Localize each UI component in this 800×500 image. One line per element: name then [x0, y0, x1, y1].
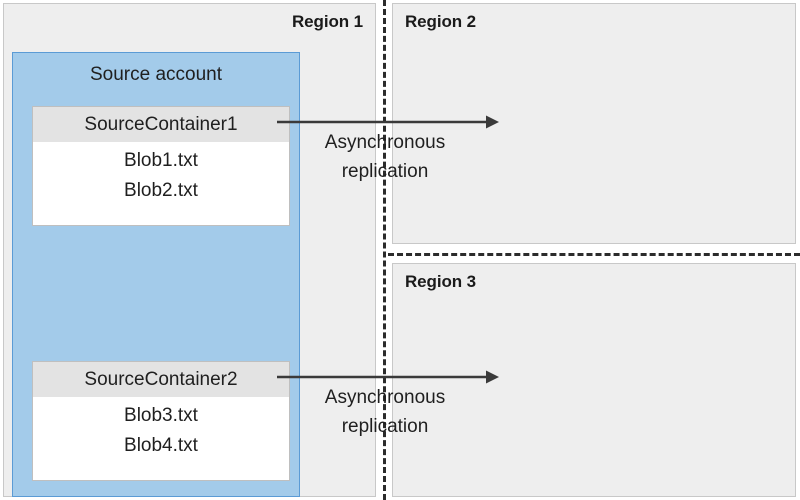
source-container-1-box: SourceContainer1 Blob1.txt Blob2.txt [32, 106, 290, 226]
region-2-panel: Region 2 Destination account Destination… [392, 3, 796, 244]
vertical-region-divider [383, 0, 386, 500]
source-account-box: Source account SourceContainer1 Blob1.tx… [12, 52, 300, 497]
source-account-title: Source account [89, 64, 223, 85]
region-1-title: Region 1 [292, 12, 363, 31]
source-container-1-header: SourceContainer1 [33, 107, 289, 142]
blob-item: Blob2.txt [124, 180, 198, 201]
source-container-2-header: SourceContainer2 [33, 362, 289, 397]
horizontal-region-divider [388, 253, 800, 256]
replication-arrow-1 [277, 115, 501, 129]
arrow-icon [277, 370, 499, 384]
region-3-title: Region 3 [405, 272, 476, 291]
blob-item: Blob3.txt [124, 405, 198, 426]
replication-arrow-2 [277, 370, 501, 384]
blob-item: Blob1.txt [124, 150, 198, 171]
source-container-1-blob-list: Blob1.txt Blob2.txt [33, 142, 289, 206]
blob-item: Blob4.txt [124, 435, 198, 456]
region-1-panel: Region 1 Source account SourceContainer1… [3, 3, 376, 497]
source-container-2-blob-list: Blob3.txt Blob4.txt [33, 397, 289, 461]
region-3-panel: Region 3 Destination account Destination… [392, 263, 796, 497]
region-2-title: Region 2 [405, 12, 476, 31]
arrow-icon [277, 115, 499, 129]
source-container-2-box: SourceContainer2 Blob3.txt Blob4.txt [32, 361, 290, 481]
